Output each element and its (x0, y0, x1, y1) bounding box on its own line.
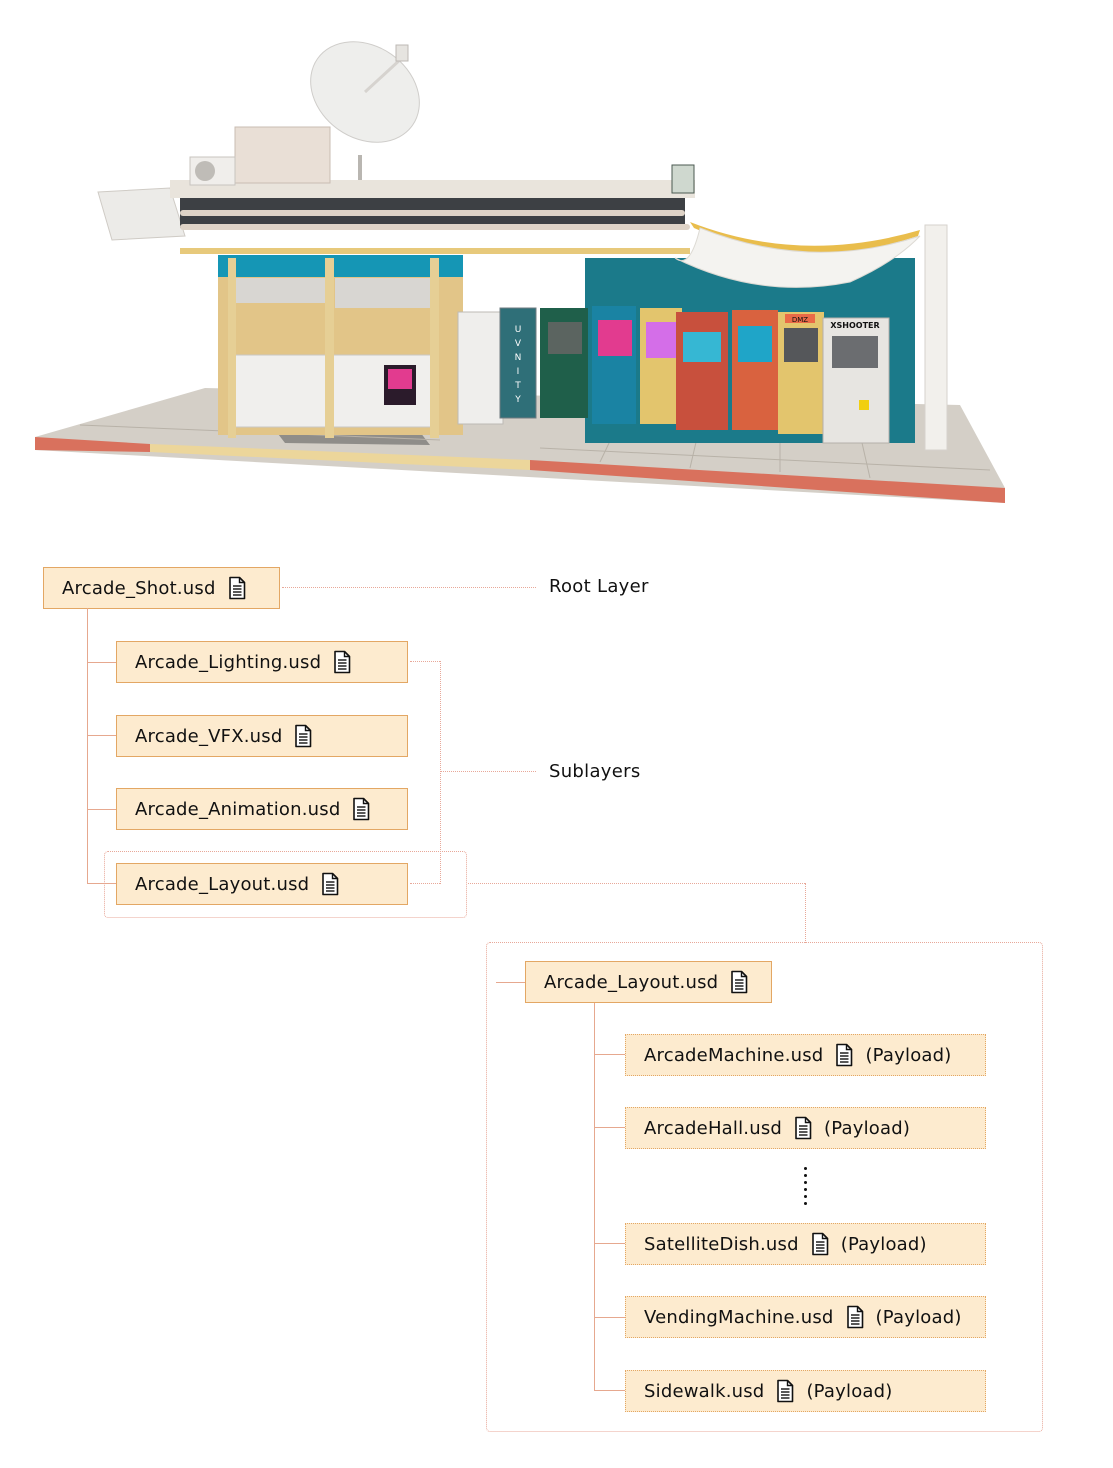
payload-label: SatelliteDish.usd (644, 1233, 799, 1255)
payload-tag: (Payload) (824, 1117, 911, 1139)
svg-text:DMZ: DMZ (792, 316, 808, 324)
expand-connector-h (468, 883, 805, 884)
vending-machines: U V N I T Y (457, 307, 537, 425)
expanded-layout-frame (486, 942, 1043, 1432)
file-icon (795, 1116, 812, 1140)
arcade-building-illustration: U V N I T Y DMZ XSHOOTER (35, 41, 1005, 503)
sublayer-bracket-spine (440, 661, 441, 884)
payload-node-vending-machine[interactable]: VendingMachine.usd (Payload) (625, 1296, 986, 1338)
more-payloads-ellipsis (804, 1167, 808, 1209)
expanded-layout-root-node[interactable]: Arcade_Layout.usd (525, 961, 772, 1003)
file-icon (334, 650, 351, 674)
file-icon (777, 1379, 794, 1403)
payload-label: ArcadeHall.usd (644, 1117, 783, 1139)
sublayer-bracket-top (410, 661, 440, 662)
svg-text:V: V (515, 339, 522, 349)
layout-highlight-frame (104, 851, 467, 918)
sublayer-label: Arcade_Layout.usd (135, 873, 310, 895)
sublayer-label: Arcade_Animation.usd (135, 798, 341, 820)
payload-tag: (Payload) (806, 1380, 893, 1402)
file-icon (731, 970, 748, 994)
expand-connector-v (805, 883, 806, 943)
file-icon (846, 1305, 863, 1329)
arcade-machines: DMZ XSHOOTER (540, 306, 890, 444)
svg-text:I: I (517, 367, 520, 377)
sublayer-label: Arcade_Lighting.usd (135, 651, 322, 673)
payload-label: Sidewalk.usd (644, 1380, 765, 1402)
payload-node-sidewalk[interactable]: Sidewalk.usd (Payload) (625, 1370, 986, 1412)
svg-text:Y: Y (514, 395, 521, 405)
roof (97, 126, 695, 254)
root-layer-node[interactable]: Arcade_Shot.usd (43, 567, 280, 609)
payload-tag: (Payload) (875, 1306, 962, 1328)
payload-node-satellite-dish[interactable]: SatelliteDish.usd (Payload) (625, 1223, 986, 1265)
sublayer-node-animation[interactable]: Arcade_Animation.usd (116, 788, 408, 830)
root-layer-label: Arcade_Shot.usd (62, 577, 216, 599)
svg-text:XSHOOTER: XSHOOTER (830, 321, 879, 330)
svg-text:T: T (514, 381, 521, 391)
branch-line (594, 1243, 625, 1244)
branch-line (87, 809, 116, 810)
sublayer-trunk-line (87, 608, 88, 884)
svg-text:N: N (515, 353, 522, 363)
sublayer-bracket-bottom (410, 883, 440, 884)
sublayer-node-layout[interactable]: Arcade_Layout.usd (116, 863, 408, 905)
root-annotation-connector (282, 587, 536, 588)
file-icon (811, 1232, 829, 1256)
sublayers-annotation-connector (441, 771, 536, 772)
payload-trunk-line (594, 1003, 595, 1391)
sublayer-node-lighting[interactable]: Arcade_Lighting.usd (116, 641, 408, 683)
file-icon (295, 724, 312, 748)
branch-line (594, 1317, 625, 1318)
root-layer-annotation: Root Layer (549, 576, 649, 597)
sublayer-node-vfx[interactable]: Arcade_VFX.usd (116, 715, 408, 757)
sublayer-label: Arcade_VFX.usd (135, 725, 283, 747)
awning-cloth (674, 222, 921, 288)
expanded-root-label: Arcade_Layout.usd (544, 971, 719, 993)
branch-line (87, 735, 116, 736)
file-icon (228, 576, 245, 600)
branch-line (594, 1127, 625, 1128)
file-icon (322, 872, 339, 896)
payload-label: ArcadeMachine.usd (644, 1044, 824, 1066)
kiosk (218, 255, 463, 438)
expanded-root-lead-line (496, 982, 525, 983)
payload-node-arcade-machine[interactable]: ArcadeMachine.usd (Payload) (625, 1034, 986, 1076)
sublayers-annotation: Sublayers (549, 761, 641, 782)
branch-line (87, 662, 116, 663)
file-icon (836, 1043, 853, 1067)
payload-tag: (Payload) (865, 1044, 952, 1066)
satellite-dish (310, 41, 420, 180)
payload-node-arcade-hall[interactable]: ArcadeHall.usd (Payload) (625, 1107, 986, 1149)
branch-line (594, 1054, 625, 1055)
svg-text:U: U (515, 325, 522, 335)
payload-label: VendingMachine.usd (644, 1306, 834, 1328)
branch-line (87, 883, 116, 884)
payload-tag: (Payload) (840, 1233, 927, 1255)
file-icon (353, 797, 370, 821)
branch-line (594, 1390, 625, 1391)
